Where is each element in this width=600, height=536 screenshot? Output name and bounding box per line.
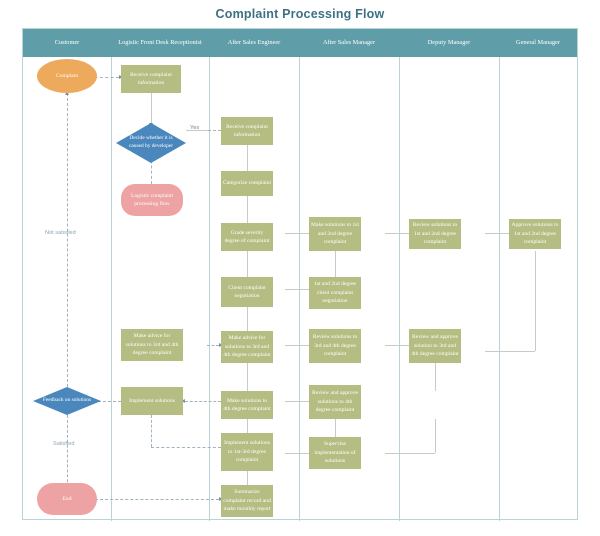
lane-header-label: Customer xyxy=(54,38,80,46)
connector xyxy=(435,419,436,453)
node-end[interactable]: End xyxy=(37,483,97,515)
node-implement-solutions-1st-3rd[interactable]: Implement solutions to 1st-3rd degree co… xyxy=(221,433,273,471)
lane-header-customer: Customer xyxy=(23,29,111,57)
node-categorize-complaint[interactable]: Categorize complaint xyxy=(221,171,273,196)
node-1st-2nd-client-negotiation[interactable]: 1st and 2nd degree client complaint nego… xyxy=(309,277,361,309)
lane-header-label: After Sales Engineer xyxy=(227,38,281,46)
connector xyxy=(186,130,208,131)
node-label: Supervise implementation of solutions xyxy=(314,441,356,465)
node-label: Make solutions to 1st and 2nd degree com… xyxy=(311,222,360,246)
node-label: 1st and 2nd degree client complaint nego… xyxy=(313,281,357,305)
connector xyxy=(67,415,68,497)
node-review-approve-solutions-4th[interactable]: Review and approve solutions to 4th degr… xyxy=(309,385,361,419)
node-receive-complaint-information-engineer[interactable]: Receive complaint information xyxy=(221,117,273,145)
node-label: Logistic complaint processing flow xyxy=(130,192,174,207)
node-approve-solutions-1st-2nd[interactable]: Approve solutions to 1st and 2nd degree … xyxy=(509,219,561,249)
connector xyxy=(208,130,221,131)
edge-label-not-satisfied: Not satisfied xyxy=(45,230,76,236)
node-review-approve-solution-3rd-4th[interactable]: Review and approve solution to 3rd and 4… xyxy=(409,329,461,363)
node-complain[interactable]: Complain xyxy=(37,59,97,93)
connector xyxy=(485,351,535,352)
node-label: Implement solutions xyxy=(129,397,175,404)
edge-label-yes: Yes xyxy=(190,125,200,131)
node-label: Make solutions to 4th degree complaint xyxy=(223,397,271,412)
lane-divider xyxy=(399,57,400,521)
lane-header-front-desk: Logistic Front Desk Receptionist xyxy=(111,29,209,57)
node-make-advice-3rd-4th-front-desk[interactable]: Make advice for solutions to 3rd and 4th… xyxy=(121,329,183,361)
connector xyxy=(151,93,152,123)
page-title: Complaint Processing Flow xyxy=(215,7,385,21)
node-supervise-implementation[interactable]: Supervise implementation of solutions xyxy=(309,437,361,469)
node-label: Review solutions to 3rd and 4th degree c… xyxy=(312,334,358,358)
node-make-solutions-4th-degree[interactable]: Make solutions to 4th degree complaint xyxy=(221,391,273,419)
connector xyxy=(535,251,536,351)
lane-divider xyxy=(499,57,500,521)
connector xyxy=(247,196,248,223)
node-label: Receive complaint information xyxy=(226,123,268,138)
node-label: Review and approve solution to 3rd and 4… xyxy=(411,334,459,358)
node-label: End xyxy=(62,495,72,502)
node-receive-complaint-information-front-desk[interactable]: Receive complaint information xyxy=(121,65,181,93)
node-label: Make advice for solutions to 3rd and 4th… xyxy=(125,333,179,357)
node-label: Approve solutions to 1st and 2nd degree … xyxy=(511,222,559,246)
connector xyxy=(67,93,68,387)
node-label: Summarize complaint record and make mont… xyxy=(223,489,271,513)
lane-header-label: Logistic Front Desk Receptionist xyxy=(118,38,202,46)
connector-arrow xyxy=(64,91,69,95)
connector xyxy=(247,145,248,171)
node-label: Receive complaint information xyxy=(130,71,172,86)
connector xyxy=(89,77,119,78)
node-grade-severity-degree[interactable]: Grade severity degree of complaint xyxy=(221,223,273,251)
node-label: Feedback on solutions xyxy=(42,397,92,404)
lane-header-label: After Sales Manager xyxy=(322,38,376,46)
connector xyxy=(207,345,219,346)
connector xyxy=(151,447,221,448)
connector xyxy=(335,419,336,443)
connector xyxy=(185,401,221,402)
node-logistic-complaint-processing-flow[interactable]: Logistic complaint processing flow xyxy=(121,184,183,216)
edge-label-satisfied: Satisfied xyxy=(53,441,75,447)
node-summarize-complaint-record[interactable]: Summarize complaint record and make mont… xyxy=(221,485,273,517)
lane-header-label: Deputy Manager xyxy=(427,38,471,46)
node-make-solutions-1st-2nd[interactable]: Make solutions to 1st and 2nd degree com… xyxy=(309,217,361,251)
node-label: Review and approve solutions to 4th degr… xyxy=(312,390,358,414)
connector xyxy=(95,499,219,500)
connector xyxy=(385,453,435,454)
lane-header-label: General Manager xyxy=(516,38,560,46)
node-feedback-on-solutions[interactable]: Feedback on solutions xyxy=(33,387,101,415)
connector xyxy=(247,307,248,331)
node-make-advice-3rd-4th-engineer[interactable]: Make advice for solutions to 3rd and 4th… xyxy=(221,331,273,363)
lane-header-after-sales-engineer: After Sales Engineer xyxy=(209,29,299,57)
node-label: Client complaint negotiation xyxy=(228,284,266,299)
connector xyxy=(247,419,248,433)
connector xyxy=(247,471,248,497)
lane-header-deputy-manager: Deputy Manager xyxy=(399,29,499,57)
connector xyxy=(151,150,152,184)
node-decide-caused-by-developer[interactable]: Decide whether it is caused by developer xyxy=(116,123,186,163)
connector xyxy=(93,401,121,402)
node-implement-solutions[interactable]: Implement solutions xyxy=(121,387,183,415)
node-review-solutions-3rd-4th[interactable]: Review solutions to 3rd and 4th degree c… xyxy=(309,329,361,363)
node-label: Decide whether it is caused by developer xyxy=(128,135,173,149)
node-client-complaint-negotiation[interactable]: Client complaint negotiation xyxy=(221,277,273,307)
lane-divider xyxy=(209,57,210,521)
connector xyxy=(247,363,248,391)
connector xyxy=(335,251,336,277)
connector xyxy=(151,415,152,447)
node-label: Categorize complaint xyxy=(223,180,271,187)
connector xyxy=(435,363,436,391)
connector xyxy=(247,251,248,277)
node-label: Review solutions to 1st and 2nd degree c… xyxy=(412,222,458,246)
node-label: Implement solutions to 1st-3rd degree co… xyxy=(224,440,270,464)
node-label: Grade severity degree of complaint xyxy=(224,229,270,244)
lane-header-general-manager: General Manager xyxy=(499,29,577,57)
lane-divider xyxy=(111,57,112,521)
node-label: Make advice for solutions to 3rd and 4th… xyxy=(223,335,271,359)
lane-header-after-sales-manager: After Sales Manager xyxy=(299,29,399,57)
node-label: Complain xyxy=(55,72,79,79)
node-review-solutions-1st-2nd[interactable]: Review solutions to 1st and 2nd degree c… xyxy=(409,219,461,249)
swimlane-frame: Customer Logistic Front Desk Receptionis… xyxy=(22,28,578,521)
swimlane-header-band xyxy=(23,29,577,57)
connector-arrow xyxy=(181,398,185,403)
